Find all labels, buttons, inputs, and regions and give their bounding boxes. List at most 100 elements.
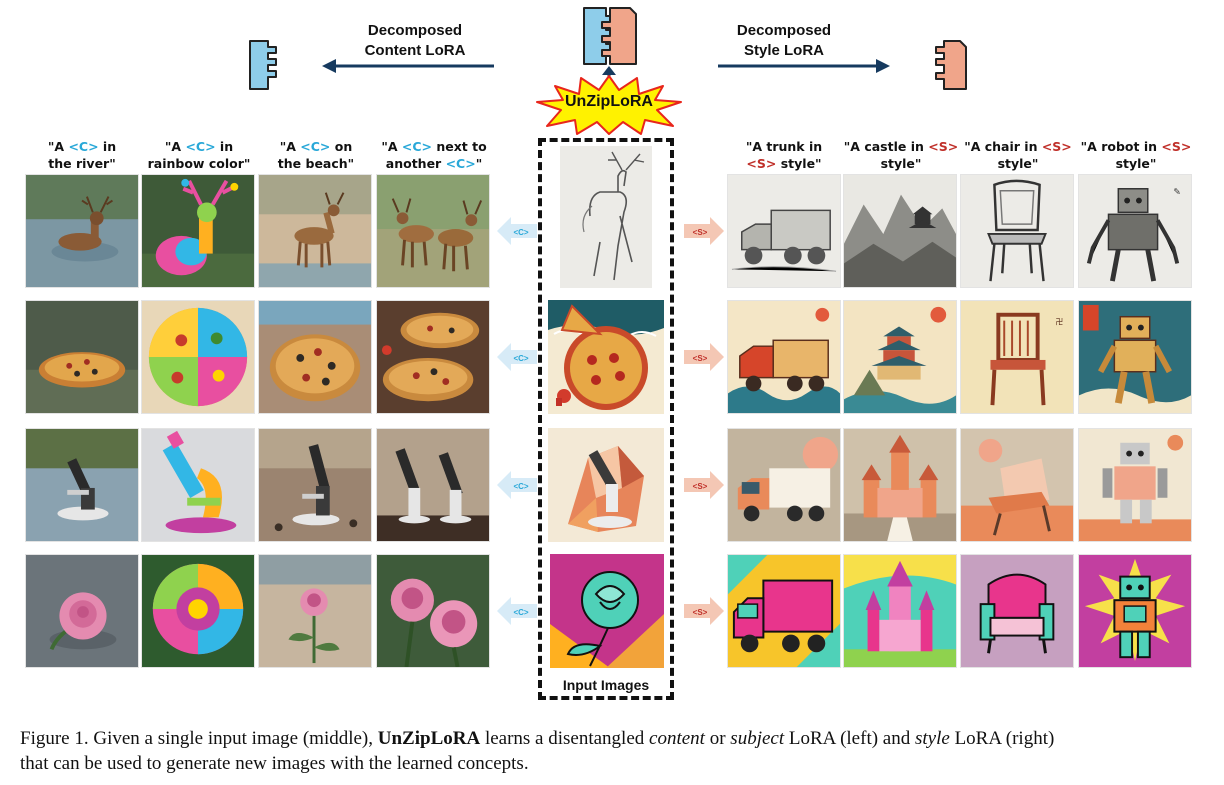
rose-river-image — [25, 554, 139, 668]
microscope-rainbow-image — [141, 428, 255, 542]
pop-chair-image — [960, 554, 1074, 668]
prompt-text: in — [215, 139, 234, 154]
arrow-token: <C> — [513, 354, 528, 363]
pizza-pair-image — [376, 300, 490, 414]
pop-castle-image — [843, 554, 957, 668]
input-microscope-image — [548, 428, 664, 542]
content-arrow-row4: <C> — [497, 596, 537, 626]
combined-lora-icon — [580, 4, 640, 68]
prompt-text: style" — [997, 156, 1039, 171]
seal-glyph: ✎ — [1173, 188, 1180, 198]
prompt-text: "A — [164, 139, 186, 154]
flat-chair-image — [960, 428, 1074, 542]
content-token: <C> — [68, 139, 99, 154]
prompt-text: " — [475, 156, 483, 171]
prompt-text: "A castle in — [843, 139, 929, 154]
prompt-text: "A — [279, 139, 301, 154]
arrow-token: <S> — [693, 482, 708, 491]
prompt-text: "A chair in — [964, 139, 1042, 154]
rose-beach-image — [258, 554, 372, 668]
deer-beach-image — [258, 174, 372, 288]
caption-emph: subject — [730, 728, 785, 749]
flat-castle-image — [843, 428, 957, 542]
pizza-river-image — [25, 300, 139, 414]
style-lora-label: Decomposed Style LoRA — [714, 21, 854, 61]
caption-text: that can be used to generate new images … — [20, 753, 529, 774]
input-images-frame — [538, 138, 674, 700]
sketch-chair-image — [960, 174, 1074, 288]
prompt-text: "A — [47, 139, 69, 154]
deer-rainbow-image — [141, 174, 255, 288]
rose-rainbow-image — [141, 554, 255, 668]
content-token: <C> — [300, 139, 331, 154]
figure-caption: Figure 1. Given a single input image (mi… — [20, 726, 1210, 776]
content-token: <C> — [401, 139, 432, 154]
input-pizza-image — [548, 300, 664, 414]
style-arrow-row4: <S> — [684, 596, 724, 626]
prompt-text: style" — [880, 156, 922, 171]
prompt-text: another — [385, 156, 446, 171]
caption-text: learns a disentangled — [480, 728, 650, 749]
style-prompt-chair: "A chair in <S> style" — [960, 138, 1076, 172]
content-prompt-another: "A <C> next to another <C>" — [376, 138, 492, 172]
pizza-beach-image — [258, 300, 372, 414]
content-arrow-row1: <C> — [497, 216, 537, 246]
style-token: <S> — [746, 156, 777, 171]
content-label-line2: Content LoRA — [364, 42, 466, 59]
content-lora-arrow — [322, 56, 496, 76]
content-prompt-beach: "A <C> on the beach" — [258, 138, 374, 172]
prompt-text: "A trunk in — [745, 139, 823, 154]
style-token: <S> — [928, 139, 959, 154]
flat-robot-image — [1078, 428, 1192, 542]
sketch-castle-image — [843, 174, 957, 288]
prompt-text: rainbow color" — [147, 156, 251, 171]
content-token: <C> — [445, 156, 476, 171]
content-label-line1: Decomposed — [367, 22, 463, 39]
caption-text: LoRA (right) — [949, 728, 1055, 749]
deer-river-image — [25, 174, 139, 288]
sketch-truck-image — [727, 174, 841, 288]
arrow-token: <S> — [693, 228, 708, 237]
sketch-robot-image: ✎ — [1078, 174, 1192, 288]
style-arrow-row1: <S> — [684, 216, 724, 246]
content-prompt-rainbow: "A <C> in rainbow color" — [141, 138, 257, 172]
style-lora-icon — [932, 35, 968, 93]
style-token: <S> — [1161, 139, 1192, 154]
arrow-token: <S> — [693, 608, 708, 617]
style-arrow-row2: <S> — [684, 342, 724, 372]
content-lora-icon — [246, 35, 280, 93]
content-arrow-row3: <C> — [497, 470, 537, 500]
input-images-label: Input Images — [562, 677, 650, 693]
caption-text: Figure 1. Given a single input image (mi… — [20, 728, 378, 749]
ukiyoe-truck-image — [727, 300, 841, 414]
microscope-pair-image — [376, 428, 490, 542]
pop-truck-image — [727, 554, 841, 668]
style-token: <S> — [1041, 139, 1072, 154]
input-deer-sketch-image — [560, 146, 652, 288]
style-prompt-robot: "A robot in <S> style" — [1078, 138, 1194, 172]
microscope-beach-image — [258, 428, 372, 542]
pizza-rainbow-image — [141, 300, 255, 414]
burst-label: UnZipLoRA — [565, 93, 653, 110]
pop-robot-image — [1078, 554, 1192, 668]
ukiyoe-robot-image — [1078, 300, 1192, 414]
prompt-text: in — [98, 139, 117, 154]
seal-glyph: 卍 — [1055, 318, 1063, 327]
prompt-text: "A — [381, 139, 402, 154]
caption-emph: content — [649, 728, 705, 749]
prompt-text: the river" — [48, 156, 116, 171]
arrow-token: <C> — [513, 608, 528, 617]
style-label-line2: Style LoRA — [743, 42, 824, 59]
arrow-token: <C> — [513, 482, 528, 491]
arrow-token: <C> — [513, 228, 528, 237]
caption-text: LoRA (left) and — [784, 728, 915, 749]
prompt-text: style" — [1115, 156, 1157, 171]
arrow-token: <S> — [693, 354, 708, 363]
microscope-river-image — [25, 428, 139, 542]
unziplora-burst — [535, 74, 683, 136]
input-rose-image — [550, 554, 664, 668]
flat-truck-image — [727, 428, 841, 542]
ukiyoe-castle-image — [843, 300, 957, 414]
ukiyoe-chair-image: 卍 — [960, 300, 1074, 414]
content-arrow-row2: <C> — [497, 342, 537, 372]
